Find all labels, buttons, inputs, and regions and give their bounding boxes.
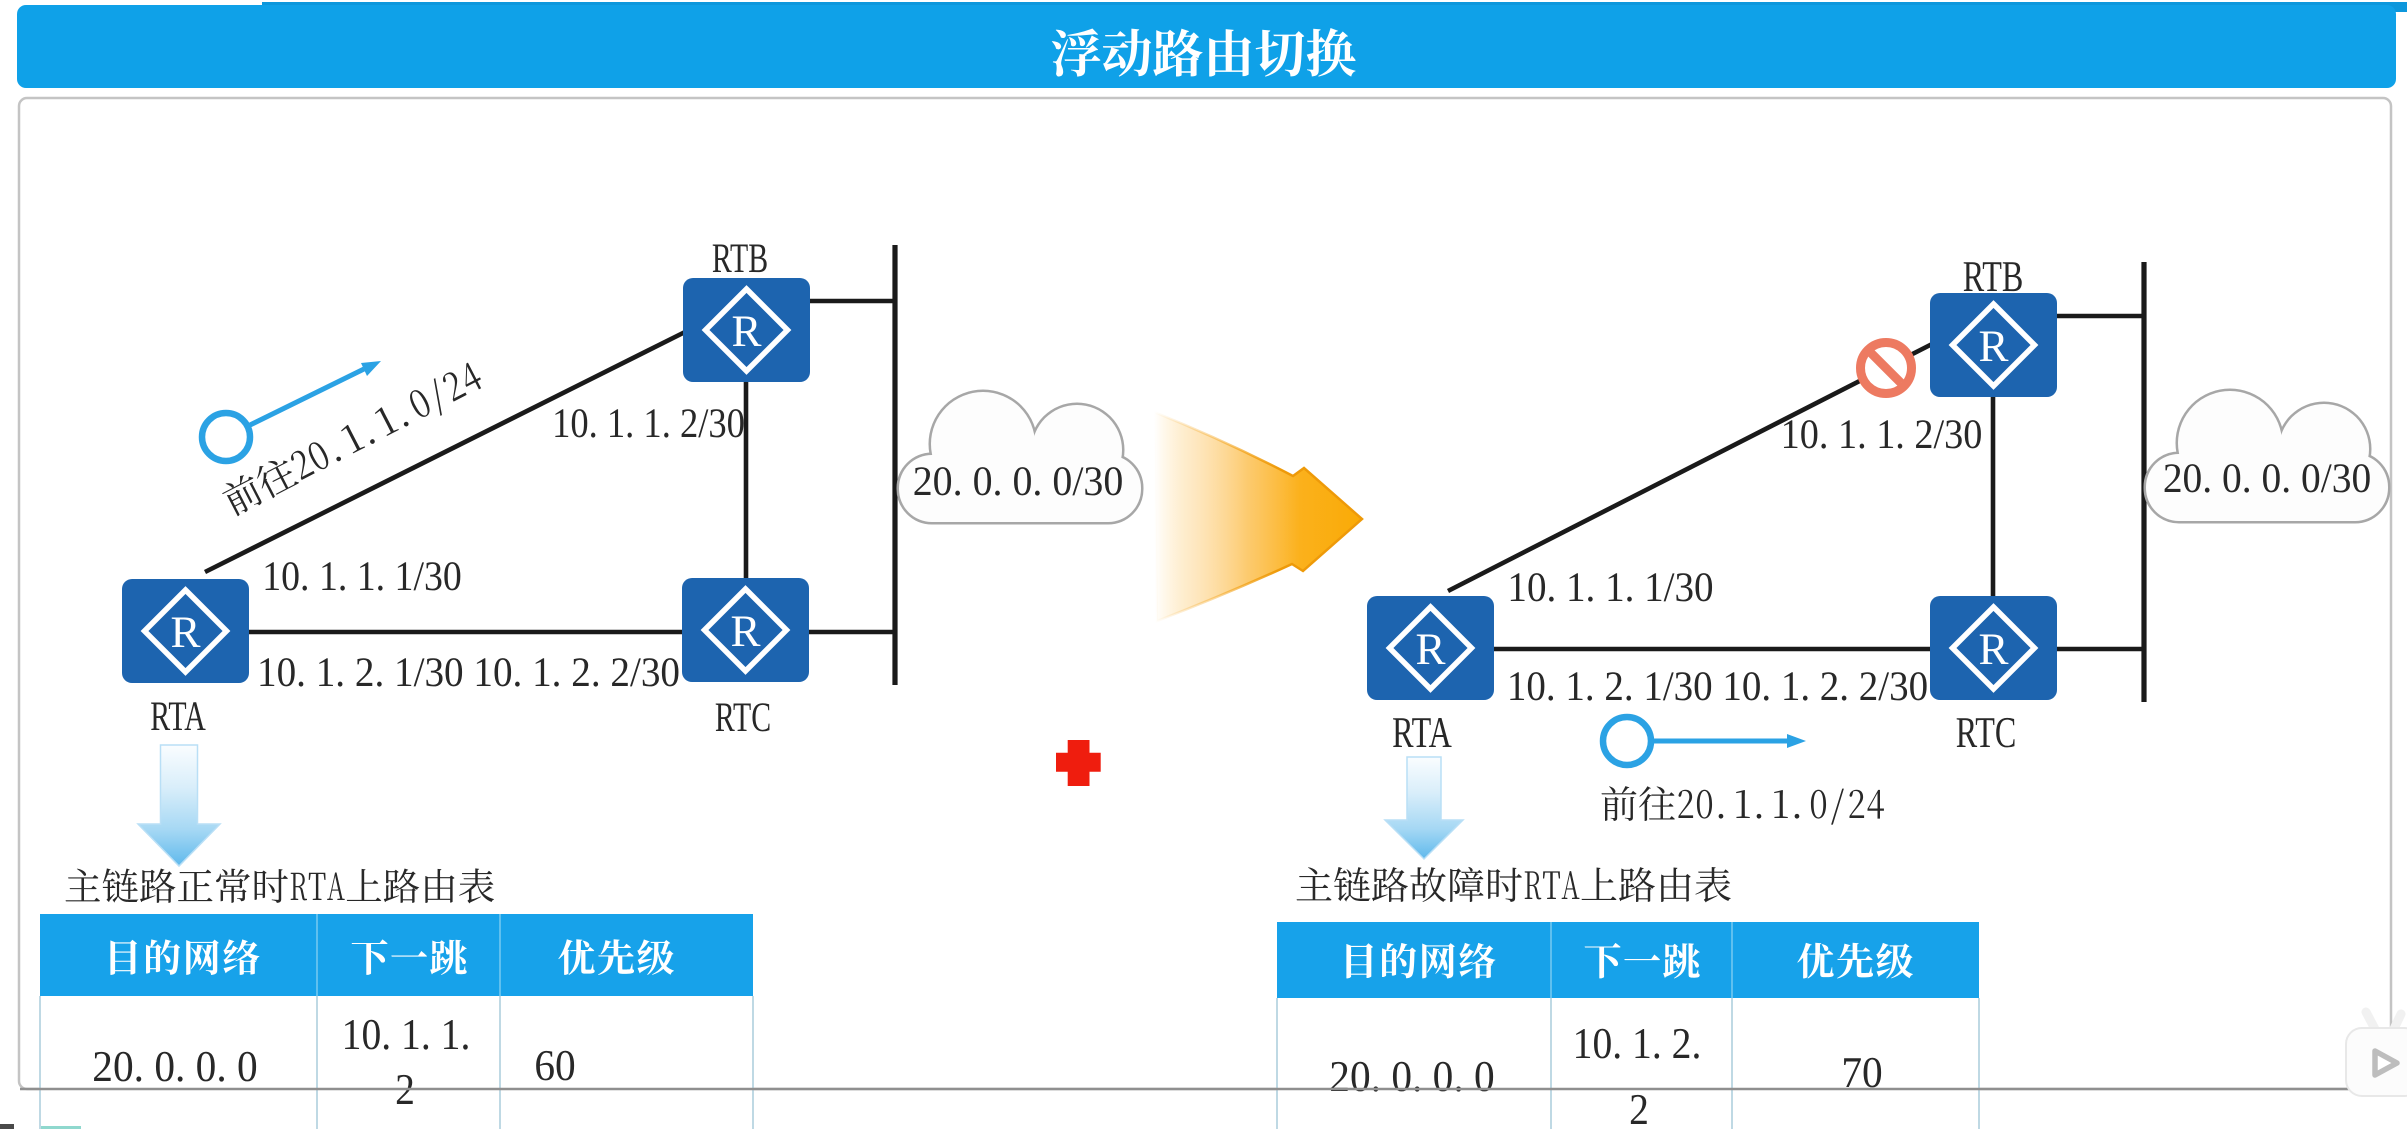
svg-text:R: R (731, 306, 761, 356)
svg-text:10. 1. 1. 2/30: 10. 1. 1. 2/30 (552, 401, 745, 447)
svg-text:20. 0. 0. 0: 20. 0. 0. 0 (92, 1042, 257, 1091)
svg-text:RTB: RTB (1963, 252, 2024, 301)
svg-text:RTA: RTA (150, 694, 206, 740)
svg-text:20. 0. 0. 0/30: 20. 0. 0. 0/30 (913, 459, 1124, 505)
svg-text:R: R (1415, 624, 1445, 674)
svg-text:RTC: RTC (1956, 708, 2017, 757)
svg-text:10. 1. 1.: 10. 1. 1. (342, 1010, 471, 1059)
svg-text:R: R (1978, 624, 2008, 674)
svg-text:RTB: RTB (712, 236, 768, 282)
svg-text:10. 1. 1. 1/30: 10. 1. 1. 1/30 (1507, 565, 1713, 611)
svg-text:R: R (170, 607, 200, 657)
svg-text:RTC: RTC (715, 695, 771, 741)
svg-text:10. 1. 1. 1/30: 10. 1. 1. 1/30 (262, 554, 462, 600)
svg-text:RTA: RTA (1392, 708, 1452, 757)
svg-text:20. 0. 0. 0/30: 20. 0. 0. 0/30 (2163, 456, 2371, 502)
svg-text:10. 1. 2. 1/30 10. 1. 2. 2/30: 10. 1. 2. 1/30 10. 1. 2. 2/30 (257, 650, 680, 696)
svg-text:2: 2 (1629, 1085, 1649, 1129)
svg-text:20. 0. 0. 0: 20. 0. 0. 0 (1329, 1052, 1494, 1101)
svg-text:R: R (1978, 321, 2008, 371)
svg-text:10. 1. 2.: 10. 1. 2. (1573, 1019, 1702, 1068)
svg-text:10. 1. 1. 2/30: 10. 1. 1. 2/30 (1781, 412, 1983, 458)
svg-text:R: R (730, 606, 760, 656)
svg-text:60: 60 (534, 1041, 575, 1090)
svg-text:10. 1. 2. 1/30 10. 1. 2. 2/30: 10. 1. 2. 1/30 10. 1. 2. 2/30 (1507, 664, 1928, 710)
